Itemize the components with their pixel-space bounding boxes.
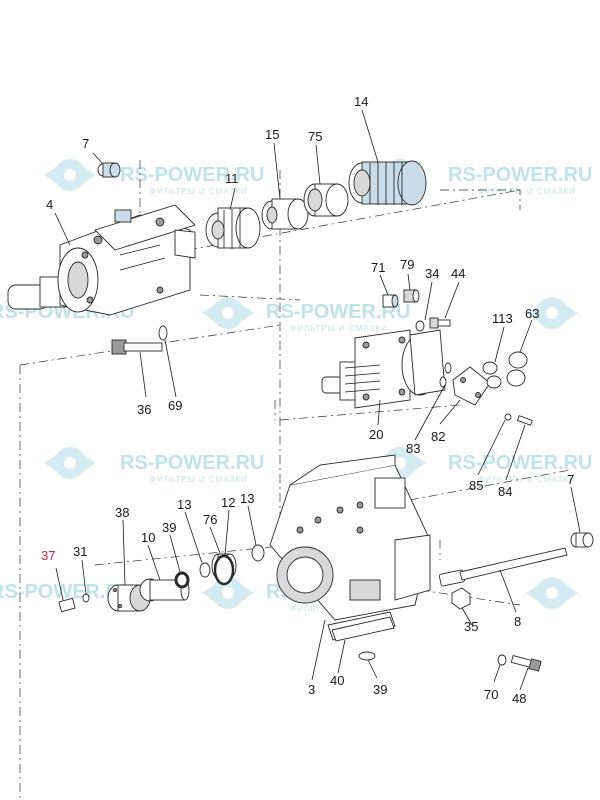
callout-13-left: 13 (177, 497, 191, 512)
watermark-logo-icon (526, 297, 578, 329)
part-75-ring (303, 183, 349, 217)
callout-39-lower: 39 (373, 682, 387, 697)
callout-labels: 7 4 11 15 75 14 71 79 34 44 36 69 113 63… (41, 94, 574, 706)
part-39-o-ring-lower (358, 651, 376, 661)
callout-8: 8 (514, 614, 521, 629)
callout-4: 4 (46, 197, 53, 212)
watermark-tagline-text: ФИЛЬТРЫ И СМАЗКИ (290, 324, 388, 333)
callout-37: 37 (41, 548, 55, 563)
watermark-tagline-text: ФИЛЬТРЫ И СМАЗКИ (478, 187, 576, 196)
watermark-brand-text: RS-POWER.RU (120, 164, 264, 186)
part-7-plug-top (97, 162, 121, 178)
callout-39-upper: 39 (162, 520, 176, 535)
watermark-logo-icon (44, 159, 96, 191)
part-14-gear-ring (348, 160, 427, 206)
part-84-screw (516, 415, 533, 426)
callout-20: 20 (369, 427, 383, 442)
callout-12: 12 (221, 495, 235, 510)
watermark-brand-text: RS-POWER.RU (448, 452, 592, 474)
part-13-washer-right (251, 544, 265, 562)
callout-11: 11 (225, 171, 239, 186)
part-70-washer (497, 654, 507, 666)
callout-70: 70 (484, 687, 498, 702)
watermark-logo-icon (202, 577, 254, 609)
callout-10: 10 (141, 530, 155, 545)
callout-85: 85 (469, 478, 483, 493)
part-15-bushing (261, 198, 309, 230)
callout-34: 34 (425, 266, 439, 281)
assembly-guide-lines (19, 160, 571, 800)
callout-7-top: 7 (82, 136, 89, 151)
callout-75: 75 (308, 129, 322, 144)
part-35-nut (451, 587, 471, 610)
watermark-logo-icon (526, 577, 578, 609)
callout-35: 35 (464, 619, 478, 634)
part-83-o-rings (439, 362, 452, 388)
callout-71: 71 (371, 260, 385, 275)
callout-44: 44 (451, 266, 465, 281)
part-63-caps (506, 351, 528, 387)
watermark-tagline-text: ФИЛЬТРЫ И СМАЗКИ (150, 475, 248, 484)
watermark-logo-icon (202, 297, 254, 329)
part-48-screw (510, 654, 542, 672)
watermark-tagline-text: ФИЛЬТРЫ И СМАЗКИ (150, 187, 248, 196)
callout-48: 48 (512, 691, 526, 706)
part-37-screw (58, 597, 76, 613)
part-7-plug-right (570, 532, 594, 548)
callout-31: 31 (73, 544, 87, 559)
callout-3: 3 (308, 682, 315, 697)
part-69-washer (158, 325, 168, 341)
part-44-screw (429, 317, 451, 329)
watermark-brand-text: RS-POWER.RU (0, 581, 134, 603)
part-8-shaft (438, 547, 568, 587)
callout-40: 40 (330, 673, 344, 688)
callout-38: 38 (115, 505, 129, 520)
part-11-spline-coupling (205, 207, 261, 249)
part-39-o-ring-upper (174, 571, 190, 589)
part-71-fitting (382, 294, 399, 308)
part-12-gear-ring (213, 554, 235, 586)
part-79-nut (403, 289, 420, 303)
watermark-brand-text: RS-POWER.RU (266, 301, 410, 323)
callout-83: 83 (406, 441, 420, 456)
callout-36: 36 (137, 402, 151, 417)
callout-82: 82 (431, 429, 445, 444)
callout-84: 84 (498, 484, 512, 499)
watermark-brand-text: RS-POWER.RU (448, 164, 592, 186)
part-13-washer-left (199, 562, 211, 578)
callout-76: 76 (203, 512, 217, 527)
callout-63: 63 (525, 306, 539, 321)
part-36-bolt (111, 339, 163, 355)
watermark-tagline-text: ФИЛЬТРЫ И СМАЗКИ (478, 475, 576, 484)
callout-69: 69 (168, 398, 182, 413)
part-31-washer (82, 593, 90, 603)
callout-15: 15 (265, 127, 279, 142)
part-34-washer (415, 320, 425, 332)
part-38-cover-plate (107, 584, 151, 612)
part-113-fittings (482, 361, 502, 389)
part-85-washer (504, 413, 512, 421)
part-4-pump-assembly (7, 204, 196, 316)
part-40-gasket (331, 616, 395, 642)
part-3-housing (269, 454, 431, 641)
watermark-logo-icon (44, 447, 96, 479)
part-82-valve-block (452, 366, 491, 406)
callout-14: 14 (354, 94, 368, 109)
callout-13-right: 13 (240, 491, 254, 506)
callout-113: 113 (492, 311, 513, 326)
callout-7-right: 7 (567, 472, 574, 487)
watermark-brand-text: RS-POWER.RU (120, 452, 264, 474)
callout-leader-lines (54, 109, 581, 691)
part-20-motor (321, 329, 446, 409)
callout-79: 79 (400, 257, 414, 272)
